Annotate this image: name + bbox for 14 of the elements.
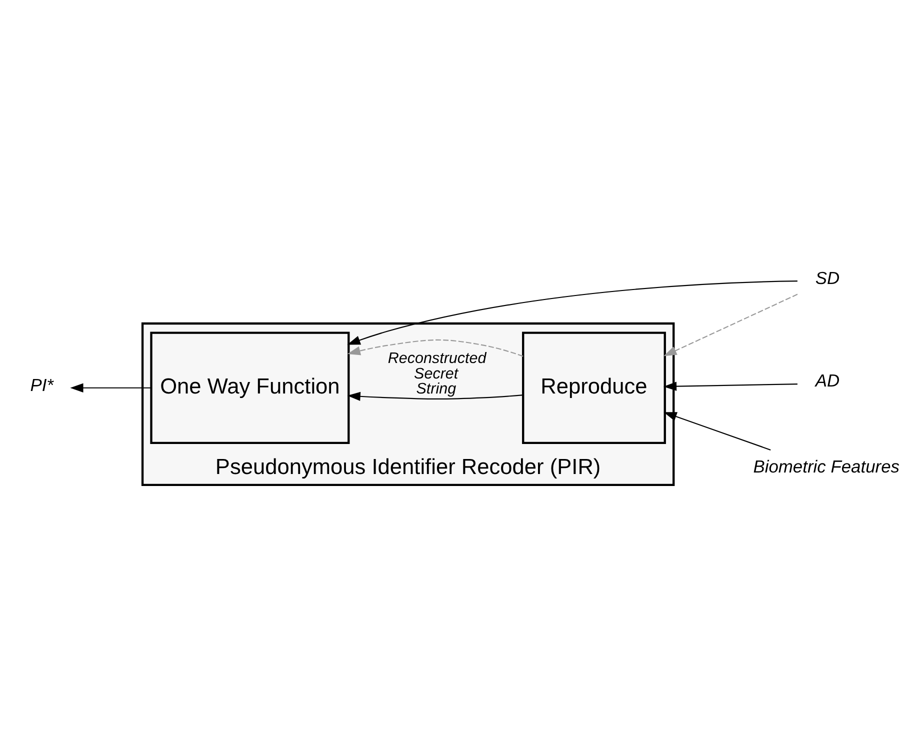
arrow <box>663 381 798 390</box>
node-text: PI* <box>30 374 54 394</box>
node-text: AD <box>815 370 840 390</box>
node-text: Biometric Features <box>753 456 900 476</box>
arrow <box>70 382 152 392</box>
node-box: Reproduce <box>522 331 666 444</box>
node-text: SD <box>815 268 840 288</box>
arrow <box>347 391 523 400</box>
arrow <box>347 280 798 344</box>
arrow <box>664 412 771 450</box>
edge-label: Reconstructed Secret String <box>388 349 486 398</box>
arrow <box>664 293 798 356</box>
arrow <box>347 338 524 356</box>
node-box: One Way Function <box>150 331 350 444</box>
